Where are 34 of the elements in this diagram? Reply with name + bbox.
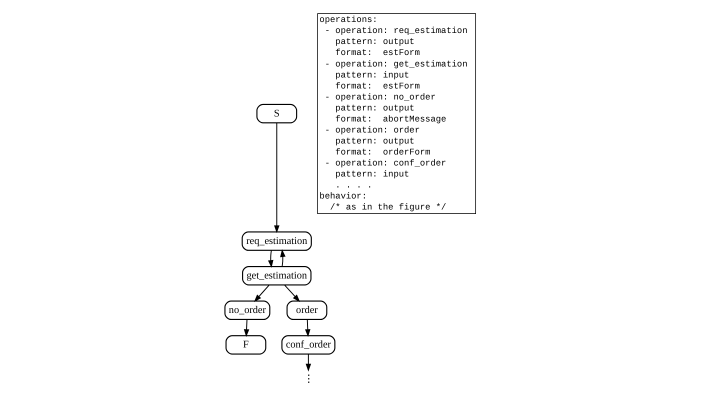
node-box: req_estimation [242,231,312,251]
node-box: S [256,104,298,124]
arrow [284,284,300,302]
label: format: estForm [335,48,420,58]
label: /* as in the figure */ [330,202,446,213]
node-box: conf_order [281,335,336,355]
label: - operation: no_order [324,92,436,102]
arrow [305,319,310,338]
arrow [268,250,274,268]
arrow [274,122,280,234]
label: . . . . [335,180,372,191]
node-box: no_order [224,300,270,320]
label: behavior: [319,192,368,202]
label: format: orderForm [335,147,430,158]
label: pattern: output [335,136,415,146]
label: operations: [319,15,378,26]
label: pattern: output [335,37,415,48]
arrow [306,354,312,372]
arrow [254,284,270,302]
label: pattern: input [335,170,410,180]
node-box: order [286,300,328,320]
label: pattern: input [335,70,410,80]
label: - operation: conf_order [324,158,446,169]
arrow [244,319,250,338]
label: format: estForm [335,81,420,92]
arrow [280,249,286,267]
label: - operation: order [324,125,420,136]
label: - operation: req_estimation [324,26,468,36]
node-box: F [226,335,266,355]
node-text: ⋮ [303,374,314,386]
node-box: get_estimation [242,266,312,286]
label: pattern: output [335,103,415,114]
label: - operation: get_estimation [324,59,468,70]
label: format: abortMessage [335,114,446,124]
